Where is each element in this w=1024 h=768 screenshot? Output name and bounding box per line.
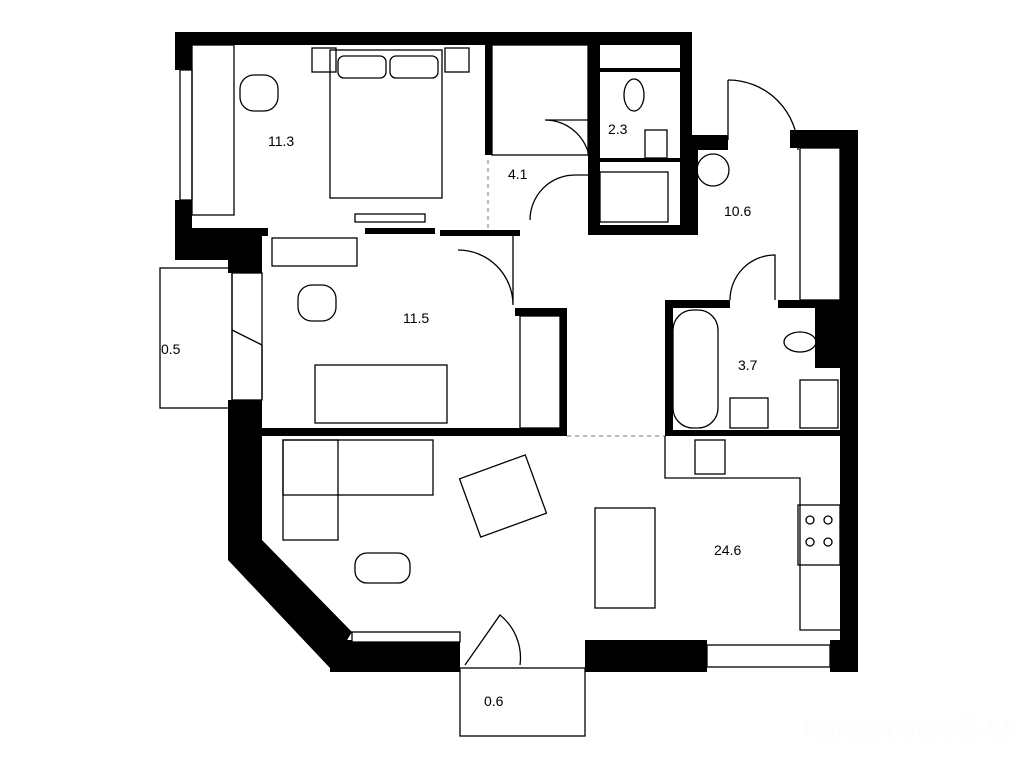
area-label-balcony-left: 0.5 [161, 341, 181, 357]
walls [175, 32, 858, 672]
doors [231, 79, 799, 666]
armchair [458, 454, 548, 538]
area-label-kitchen-living: 24.6 [714, 542, 741, 558]
area-label-balcony-bottom: 0.6 [484, 693, 504, 709]
balcony-bottom [459, 667, 586, 737]
sofa [282, 439, 434, 496]
kitchen-sink [694, 439, 726, 475]
double-bed [329, 49, 443, 199]
coffee-table [354, 552, 411, 584]
area-label-bathroom: 3.7 [738, 357, 758, 373]
watermark: Новострой-М [803, 711, 1014, 747]
desk-2 [271, 237, 358, 267]
area-label-wc: 2.3 [608, 121, 628, 137]
area-label-bedroom: 11.3 [268, 133, 294, 149]
area-label-corridor: 4.1 [508, 166, 528, 182]
single-bed [314, 364, 448, 424]
windows [179, 69, 841, 668]
shower [599, 171, 669, 223]
area-label-children-room: 11.5 [403, 310, 429, 326]
area-labels: 11.3 4.1 2.3 10.6 11.5 0.5 3.7 24.6 0.6 [161, 121, 758, 709]
sink [644, 129, 668, 159]
furniture [191, 44, 841, 631]
dining-table [594, 507, 656, 609]
bathtub [672, 309, 719, 429]
area-label-hall: 10.6 [724, 203, 751, 219]
toilet [623, 78, 645, 112]
desk [191, 44, 235, 216]
chair [239, 74, 279, 112]
balcony-left [159, 267, 233, 409]
stove [797, 504, 841, 566]
